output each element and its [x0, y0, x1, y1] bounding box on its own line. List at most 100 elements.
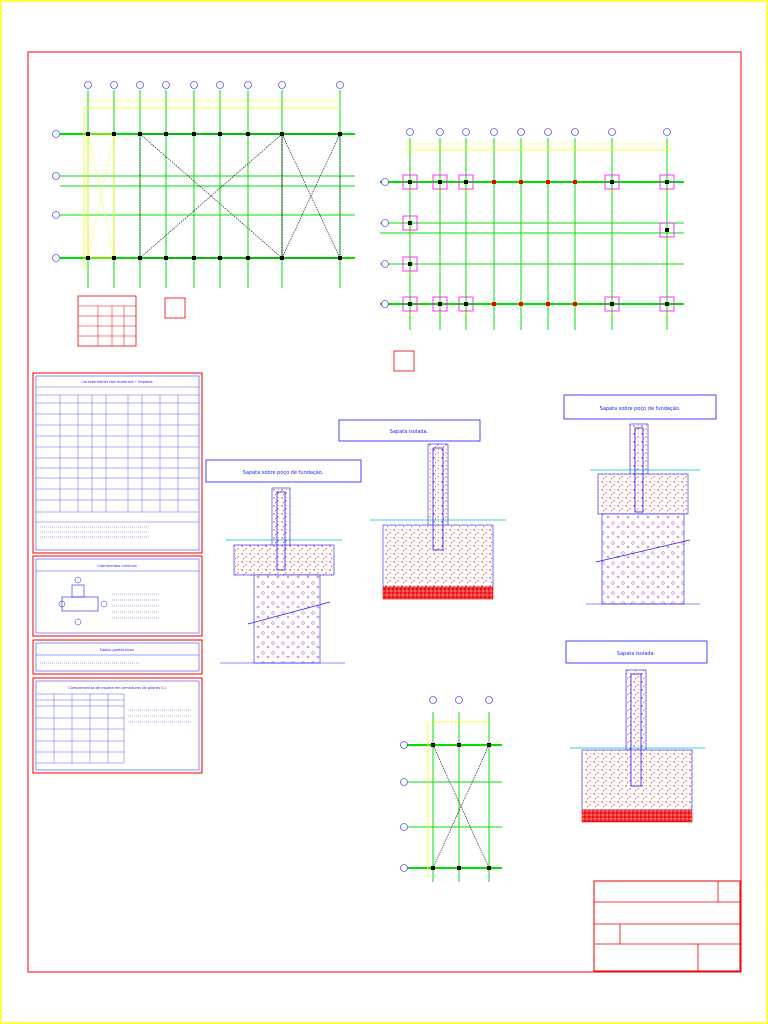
footing-pad — [402, 296, 418, 312]
grid-bubble — [400, 741, 408, 749]
column — [546, 180, 550, 184]
svg-text:Sapata sobre poço de fundação.: Sapata sobre poço de fundação. — [600, 406, 681, 412]
grid-bubble — [400, 864, 408, 872]
column — [431, 743, 435, 747]
grid-bubble — [52, 172, 60, 180]
grid-bubble — [136, 81, 144, 89]
svg-text:Sapata isolada.: Sapata isolada. — [617, 651, 656, 657]
grid-bubble — [52, 211, 60, 219]
column — [164, 256, 168, 260]
column — [218, 132, 222, 136]
footing-pad — [659, 174, 675, 190]
legend-box — [164, 297, 186, 319]
grid-bubble — [400, 823, 408, 831]
grid-bubble — [608, 128, 616, 136]
lap-panel: Comprimentos de espera em armaduras de p… — [32, 677, 203, 774]
footing-pad — [604, 296, 620, 312]
grid-bubble — [400, 778, 408, 786]
grid-bubble — [278, 81, 286, 89]
grid-bubble — [190, 81, 198, 89]
column — [86, 256, 90, 260]
column — [464, 302, 468, 306]
grid-bubble — [436, 128, 444, 136]
column — [492, 180, 496, 184]
grid-bubble — [216, 81, 224, 89]
footing-pad — [402, 256, 418, 272]
data-panel: Dados geotécnicos — [32, 639, 203, 675]
materials-title: Características dos materiais • Sapatas — [81, 380, 152, 384]
braced-bay — [281, 133, 341, 259]
section-isolated-footing-1 — [370, 443, 506, 600]
grid-bubble — [84, 81, 92, 89]
footing-pad — [402, 174, 418, 190]
footing-pad — [458, 174, 474, 190]
column — [408, 180, 412, 184]
cover-panel: Cobrimentos mínimos — [32, 555, 203, 637]
grid-bubble — [244, 81, 252, 89]
column — [86, 132, 90, 136]
bracing — [87, 133, 115, 259]
column — [246, 132, 250, 136]
column — [492, 302, 496, 306]
column — [164, 132, 168, 136]
legend-table — [77, 295, 137, 347]
footing-pad — [659, 296, 675, 312]
column — [112, 256, 116, 260]
svg-text:Sapata sobre poço de fundação.: Sapata sobre poço de fundação. — [243, 470, 324, 476]
footing-pad — [432, 174, 448, 190]
grid-bubble — [406, 128, 414, 136]
grid-bubble — [381, 219, 389, 227]
bracing — [139, 133, 283, 259]
section-pit-footing-1 — [220, 487, 345, 664]
detail-title-pit-1: Sapata sobre poço de fundação. — [205, 459, 362, 483]
detail-title-isolated-2: Sapata isolada. — [565, 640, 708, 664]
grid-bubble — [455, 696, 463, 704]
footing-pad — [458, 296, 474, 312]
footing-pad — [604, 174, 620, 190]
column — [457, 866, 461, 870]
column — [665, 302, 669, 306]
column — [280, 256, 284, 260]
column — [408, 221, 412, 225]
grid-bubble — [381, 178, 389, 186]
footing-pad — [402, 215, 418, 231]
column — [610, 302, 614, 306]
grid-bubble — [517, 128, 525, 136]
column — [665, 228, 669, 232]
column — [464, 180, 468, 184]
data-title: Dados geotécnicos — [100, 648, 134, 652]
column — [338, 132, 342, 136]
column — [192, 132, 196, 136]
grid-bubble — [485, 696, 493, 704]
column — [610, 180, 614, 184]
column — [665, 180, 669, 184]
grid-bubble — [52, 254, 60, 262]
column — [218, 256, 222, 260]
column — [457, 743, 461, 747]
grid-bubble — [663, 128, 671, 136]
column — [192, 256, 196, 260]
footing-pad — [659, 222, 675, 238]
column — [438, 302, 442, 306]
legend-box — [393, 350, 415, 372]
column — [573, 302, 577, 306]
detail-title-pit-2: Sapata sobre poço de fundação. — [563, 394, 717, 420]
grid-bubble — [429, 696, 437, 704]
column — [487, 866, 491, 870]
braced-bay — [139, 133, 283, 259]
grid-bubble — [336, 81, 344, 89]
column — [487, 743, 491, 747]
section-isolated-footing-2 — [570, 669, 705, 823]
column — [519, 180, 523, 184]
column — [408, 262, 412, 266]
column — [573, 180, 577, 184]
bracing — [139, 133, 283, 259]
svg-text:Sapata isolada.: Sapata isolada. — [390, 429, 429, 435]
materials-panel: Características dos materiais • Sapatas — [32, 372, 203, 554]
column — [519, 302, 523, 306]
grid-bubble — [571, 128, 579, 136]
grid-bubble — [544, 128, 552, 136]
column — [138, 132, 142, 136]
